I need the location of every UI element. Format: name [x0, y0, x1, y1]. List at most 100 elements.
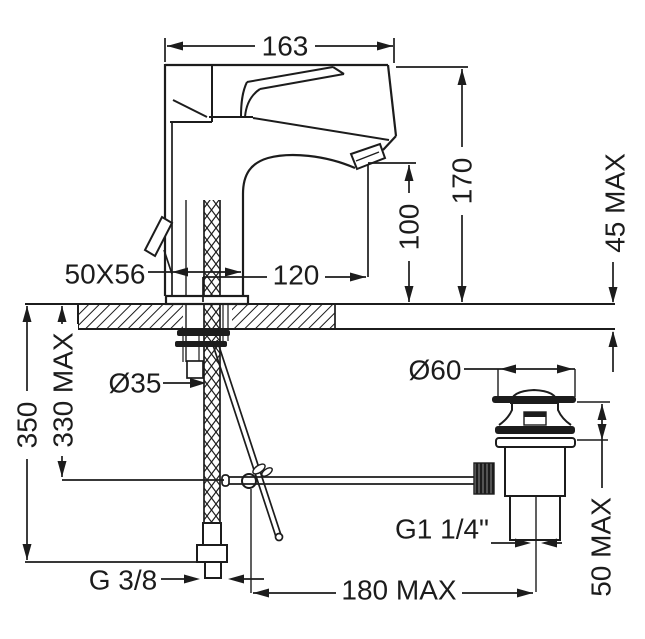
spout-end-face	[382, 135, 397, 151]
blade-left-inner	[244, 88, 261, 118]
dim-330max-label: 330 MAX	[48, 332, 79, 447]
lever-rear-edge	[172, 99, 208, 118]
ball-joint	[241, 473, 257, 489]
dim-180max-label: 180 MAX	[341, 575, 456, 606]
base-plate	[164, 294, 250, 306]
dim-50x56-base: 50X56	[65, 259, 241, 290]
arrow-up	[608, 331, 618, 347]
dim-163-label: 163	[262, 31, 309, 62]
countertop-hatch-right	[232, 304, 335, 329]
mounting-washer	[177, 330, 230, 336]
label-bg	[394, 193, 424, 261]
arrow-down	[608, 287, 618, 303]
label-bg	[48, 324, 78, 456]
pop-up-waste-drain	[473, 388, 576, 592]
fitting-nose	[204, 561, 222, 579]
spout-top-crease	[252, 117, 390, 141]
arrow-right	[350, 272, 366, 282]
blade-left-outer	[240, 81, 248, 118]
g38-label: G 3/8	[89, 565, 157, 596]
dim-120-label: 120	[273, 260, 320, 291]
pull-rod-tip	[274, 532, 284, 542]
dim-45max-label: 45 MAX	[600, 153, 631, 253]
countertop-hatch-left	[78, 304, 183, 329]
label-bg	[12, 391, 42, 459]
dim-50-max: 50 MAX	[577, 401, 617, 605]
fitting-nut	[196, 544, 228, 563]
dim-45-max: 45 MAX	[600, 145, 631, 372]
drain-neck-left	[498, 403, 513, 426]
pull-rod	[216, 339, 282, 536]
pop-up-knob-stem	[163, 249, 173, 275]
arrow-up	[404, 165, 414, 181]
label-bg	[267, 261, 325, 289]
arrow-right	[225, 267, 241, 277]
drain-lip-lower	[495, 437, 576, 448]
dim-100-spout-height: 100	[368, 162, 425, 302]
arrow-right	[557, 364, 573, 374]
braided-hose	[204, 200, 220, 523]
drain-lip-upper	[495, 426, 575, 434]
pop-up-knob	[143, 215, 174, 258]
dim-330-max: 330 MAX	[48, 306, 224, 481]
label-bg	[586, 489, 616, 605]
shank-nut	[186, 360, 204, 379]
rod-clamp	[252, 463, 266, 475]
arrow-up	[22, 306, 32, 322]
arrow-right	[517, 588, 533, 598]
arrow-left	[253, 588, 269, 598]
label-g38-thread: G 3/8	[89, 565, 264, 596]
countertop-section	[25, 303, 615, 330]
arrow-down	[57, 461, 67, 477]
dim-170-label: 170	[447, 158, 478, 205]
arrow-right	[377, 41, 393, 51]
label-bg	[447, 147, 477, 215]
label-g1-14-thread: G1 1/4"	[395, 514, 562, 548]
spout-underside-curve	[241, 153, 356, 296]
dim-120-spout-reach: 120	[202, 165, 369, 302]
dim-50max-label: 50 MAX	[586, 497, 617, 597]
faucet-right-edge	[386, 64, 398, 137]
basin-mixer-faucet	[143, 63, 398, 306]
arrow-left	[172, 267, 188, 277]
dim-60-label: Ø60	[409, 355, 462, 386]
rod-clamp	[261, 467, 273, 477]
drain-tailpiece	[509, 495, 561, 541]
arrow-down	[597, 424, 607, 440]
arrow-up	[597, 404, 607, 420]
dim-350-label: 350	[12, 402, 43, 449]
arrow-left	[167, 41, 183, 51]
rod-boss-top	[524, 412, 546, 417]
pop-up-linkage	[211, 339, 478, 542]
g1-14-label: G1 1/4"	[395, 514, 489, 545]
pivot-knurl-nut	[473, 462, 495, 495]
arrow-up	[457, 69, 467, 85]
arrow-up	[57, 306, 67, 322]
aerator-inner-line	[355, 151, 380, 162]
label-bg	[255, 31, 315, 61]
dim-350-hose: 350	[12, 306, 198, 563]
label-bg	[336, 577, 462, 605]
dim-60-waste: Ø60	[409, 355, 576, 397]
drain-flange	[492, 396, 576, 403]
dim-100-label: 100	[394, 204, 425, 251]
arrow-down	[404, 286, 414, 302]
label-bg	[600, 145, 630, 261]
dim-170-height: 170	[396, 66, 478, 302]
drain-body	[504, 446, 566, 497]
handle-lever-blade	[240, 66, 345, 118]
arrow-down	[22, 544, 32, 560]
dim-35-hole: Ø35	[109, 368, 206, 399]
arrow-right	[184, 574, 200, 584]
arrow-down	[457, 286, 467, 302]
arrow-left	[500, 364, 516, 374]
dim-163-width: 163	[164, 31, 395, 63]
dim-180-max: 180 MAX	[250, 489, 533, 606]
dim-50x56-label: 50X56	[65, 259, 146, 290]
fitting-hex	[202, 522, 222, 546]
arrow-right	[515, 538, 531, 548]
hose-end-fitting	[196, 522, 228, 579]
blade-tip	[332, 66, 345, 75]
